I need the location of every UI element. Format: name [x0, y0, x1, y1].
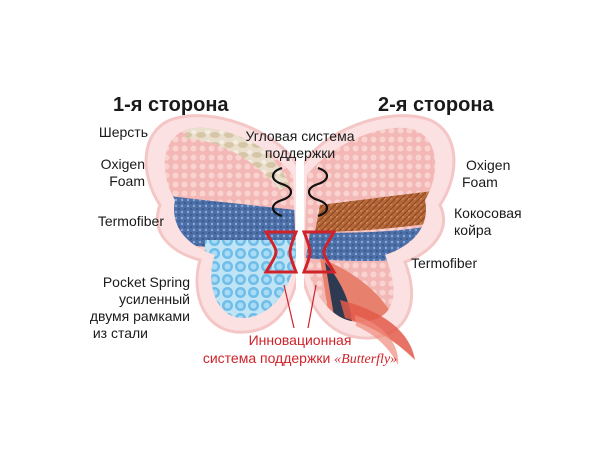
right-coconut-layer — [315, 190, 436, 232]
label-left-oxigen-line2: Foam — [109, 173, 145, 189]
left-side-header: 1-я сторона — [113, 94, 229, 116]
label-corner-support-line1: Угловая система — [245, 128, 355, 144]
left-wing-layers — [164, 127, 296, 319]
label-pocket-line3: двумя рамками — [89, 308, 190, 324]
label-corner-support-line2: поддержки — [264, 145, 336, 161]
label-innovation-line1: Инновационная — [248, 332, 352, 348]
butterfly-body-gap — [296, 160, 304, 330]
label-wool: Шерсть — [98, 124, 148, 140]
label-coconut-line2: койра — [454, 222, 492, 238]
label-right-oxigen-line1: Oxigen — [466, 157, 511, 173]
label-innovation-prefix: система поддержки — [202, 350, 335, 366]
red-brush-strokes — [340, 300, 415, 365]
label-pocket-line4: из стали — [92, 325, 148, 341]
butterfly-support-frame — [263, 230, 337, 274]
left-termofiber-layer — [164, 195, 296, 250]
label-innovation-brand: «Butterfly» — [334, 352, 398, 367]
label-right-termofiber: Termofiber — [411, 255, 478, 271]
innovation-pointer-lines — [283, 284, 317, 329]
label-coconut-line1: Кокосовая — [454, 205, 522, 221]
label-left-oxigen-line1: Oxigen — [100, 156, 145, 172]
label-left-termofiber: Termofiber — [97, 213, 164, 229]
label-innovation-line2: система поддержки «Butterfly» — [170, 350, 430, 368]
left-wool-layer — [185, 127, 290, 190]
label-pocket-line2: усиленный — [119, 291, 190, 307]
label-pocket-line1: Pocket Spring — [102, 274, 190, 290]
right-side-header: 2-я сторона — [378, 94, 494, 116]
corner-support-springs — [271, 166, 329, 218]
label-right-oxigen-line2: Foam — [462, 174, 498, 190]
